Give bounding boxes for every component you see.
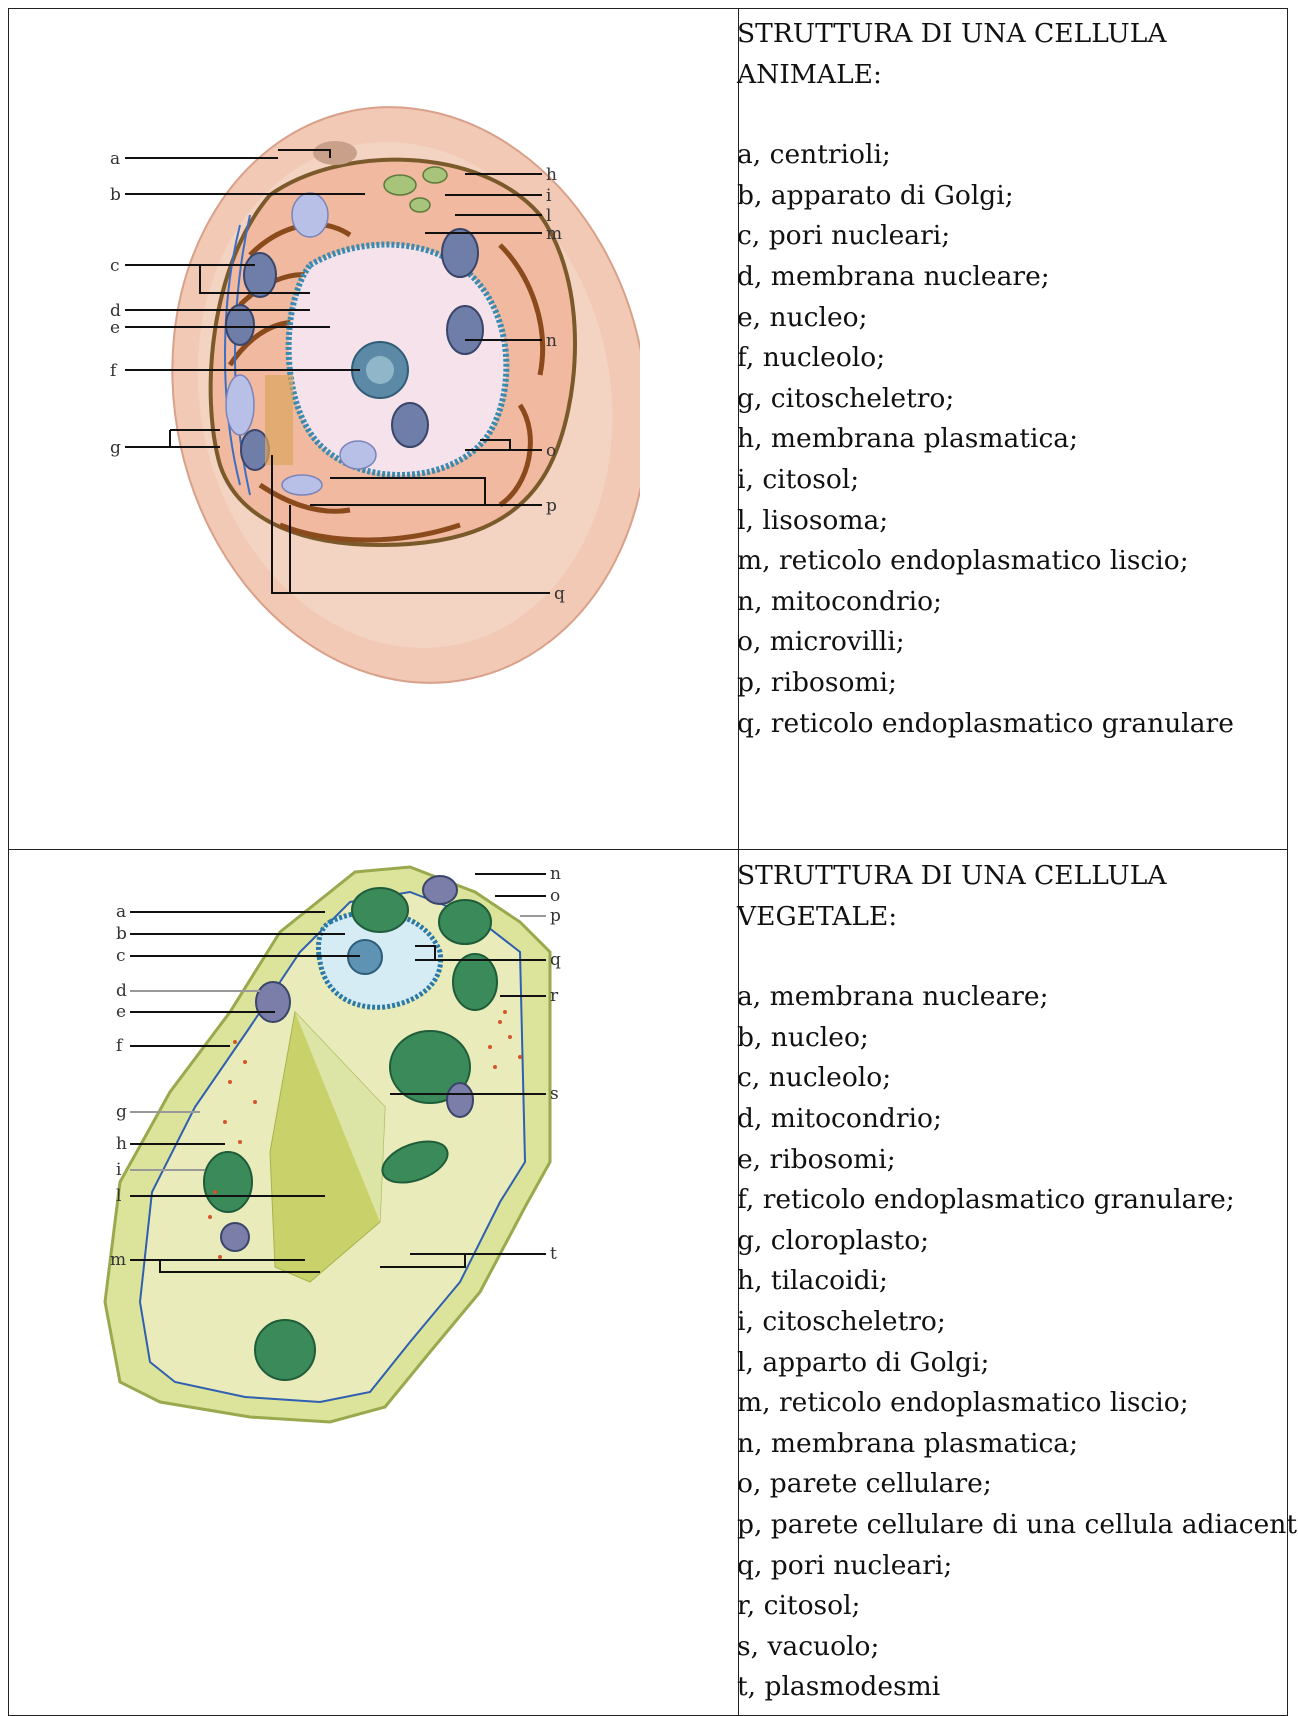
plant-legend-item: e, ribosomi; [737, 1140, 1277, 1181]
animal-legend-item: h, membrana plasmatica; [737, 419, 1277, 460]
plant-label-q: q [550, 950, 561, 970]
plant-legend-item: c, nucleolo; [737, 1058, 1277, 1099]
plant-legend-item: a, membrana nucleare; [737, 977, 1277, 1018]
plant-cell-diagram: a b c d e f g h i l m n o p q r s t [80, 862, 640, 1432]
animal-cell-diagram: a b c d e f g h i l m n o p q [80, 105, 640, 695]
animal-heading-line1: STRUTTURA DI UNA CELLULA [737, 18, 1166, 49]
plant-legend-item: l, apparto di Golgi; [737, 1343, 1277, 1384]
animal-legend-item: b, apparato di Golgi; [737, 176, 1277, 217]
animal-label-n: n [546, 331, 557, 351]
animal-legend-item: i, citosol; [737, 460, 1277, 501]
animal-label-l: l [546, 206, 551, 226]
plant-label-t: t [550, 1244, 557, 1264]
animal-label-a: a [110, 149, 120, 169]
animal-legend-item: a, centrioli; [737, 135, 1277, 176]
plant-legend-item: o, parete cellulare; [737, 1464, 1277, 1505]
plant-label-s: s [550, 1084, 559, 1104]
animal-legend-item: m, reticolo endoplasmatico liscio; [737, 541, 1277, 582]
animal-legend-item: f, nucleolo; [737, 338, 1277, 379]
plant-label-d: d [116, 981, 127, 1001]
animal-label-p: p [546, 496, 557, 516]
plant-legend-cell: STRUTTURA DI UNA CELLULA VEGETALE: a, me… [737, 856, 1277, 1708]
animal-label-q: q [554, 584, 565, 604]
plant-legend-item: f, reticolo endoplasmatico granulare; [737, 1180, 1277, 1221]
animal-label-c: c [110, 256, 120, 276]
plant-legend-item: i, citoscheletro; [737, 1302, 1277, 1343]
plant-legend-item: g, cloroplasto; [737, 1221, 1277, 1262]
plant-label-c: c [116, 946, 126, 966]
animal-legend-item: d, membrana nucleare; [737, 257, 1277, 298]
plant-legend-item: m, reticolo endoplasmatico liscio; [737, 1383, 1277, 1424]
animal-heading: STRUTTURA DI UNA CELLULA ANIMALE: [737, 14, 1277, 95]
plant-heading: STRUTTURA DI UNA CELLULA VEGETALE: [737, 856, 1277, 937]
animal-label-g: g [110, 438, 121, 458]
animal-heading-line2: ANIMALE: [737, 59, 882, 90]
animal-legend-item: l, lisosoma; [737, 501, 1277, 542]
animal-legend-item: g, citoscheletro; [737, 379, 1277, 420]
row-divider [9, 849, 1287, 850]
plant-label-p: p [550, 906, 561, 926]
plant-label-g: g [116, 1102, 127, 1122]
plant-label-m: m [110, 1250, 126, 1270]
plant-legend-item: h, tilacoidi; [737, 1261, 1277, 1302]
plant-label-o: o [550, 886, 560, 906]
plant-label-i: i [116, 1160, 122, 1180]
plant-legend-item: s, vacuolo; [737, 1627, 1277, 1668]
plant-legend-item: t, plasmodesmi [737, 1667, 1277, 1708]
plant-label-a: a [116, 902, 126, 922]
animal-legend-item: q, reticolo endoplasmatico granulare [737, 704, 1277, 745]
plant-legend-item: b, nucleo; [737, 1018, 1277, 1059]
animal-legend-item: c, pori nucleari; [737, 216, 1277, 257]
plant-label-n: n [550, 864, 561, 884]
animal-legend-item: p, ribosomi; [737, 663, 1277, 704]
animal-legend-cell: STRUTTURA DI UNA CELLULA ANIMALE: a, cen… [737, 14, 1277, 744]
plant-legend-item: q, pori nucleari; [737, 1546, 1277, 1587]
animal-label-f: f [110, 361, 118, 381]
animal-legend-item: o, microvilli; [737, 622, 1277, 663]
animal-label-h: h [546, 165, 557, 185]
animal-legend-list: a, centrioli;b, apparato di Golgi;c, por… [737, 135, 1277, 744]
animal-label-i: i [546, 186, 552, 206]
plant-label-h: h [116, 1134, 127, 1154]
animal-label-b: b [110, 185, 121, 205]
plant-legend-item: r, citosol; [737, 1586, 1277, 1627]
plant-heading-line2: VEGETALE: [737, 901, 897, 932]
plant-label-f: f [116, 1036, 124, 1056]
plant-label-r: r [550, 986, 559, 1006]
animal-label-m: m [546, 224, 562, 244]
plant-legend-item: n, membrana plasmatica; [737, 1424, 1277, 1465]
plant-label-e: e [116, 1002, 126, 1022]
animal-label-e: e [110, 318, 120, 338]
plant-label-l: l [116, 1186, 121, 1206]
plant-label-b: b [116, 924, 127, 944]
plant-legend-item: p, parete cellulare di una cellula adiac… [737, 1505, 1277, 1546]
animal-label-o: o [546, 441, 556, 461]
plant-legend-item: d, mitocondrio; [737, 1099, 1277, 1140]
plant-heading-line1: STRUTTURA DI UNA CELLULA [737, 860, 1166, 891]
plant-legend-list: a, membrana nucleare;b, nucleo;c, nucleo… [737, 977, 1277, 1708]
animal-legend-item: e, nucleo; [737, 298, 1277, 339]
animal-legend-item: n, mitocondrio; [737, 582, 1277, 623]
